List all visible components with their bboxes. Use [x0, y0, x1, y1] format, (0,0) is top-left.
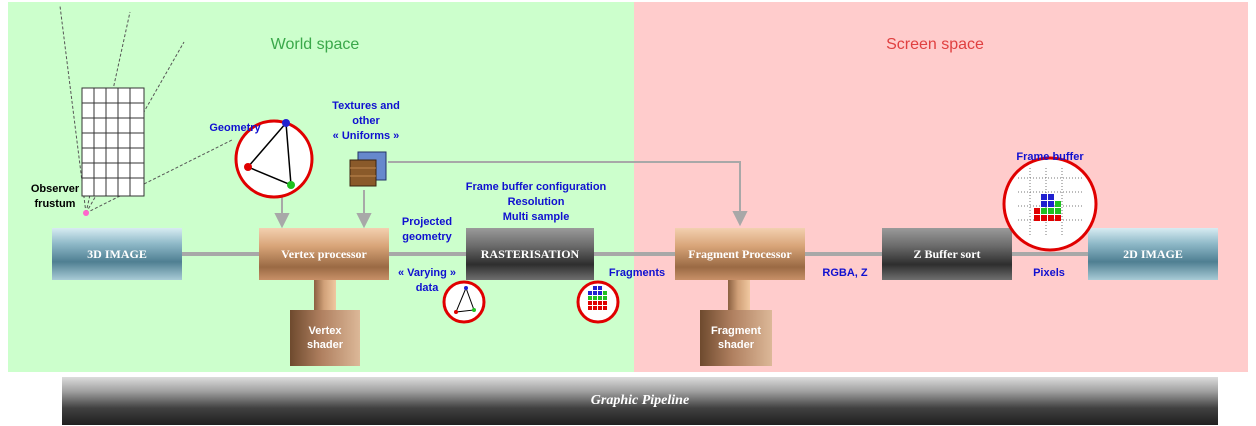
textures-label-line3: « Uniforms » [332, 130, 400, 142]
stage-rasterisation: RASTERISATION [466, 228, 594, 280]
frame-buffer-label: Frame buffer [1016, 151, 1084, 163]
world-space-label: World space [270, 36, 360, 53]
screen-space-label: Screen space [886, 36, 984, 53]
vertex-shader: Vertex shader [290, 310, 360, 366]
projected-line1: Projected [401, 216, 453, 228]
stage-2d-image: 2D IMAGE [1088, 228, 1218, 280]
vertex-shader-line2: shader [306, 339, 344, 351]
observer-point-icon [83, 210, 89, 216]
fragment-shader-stem [728, 280, 750, 312]
varying-line1: « Varying » [397, 267, 457, 279]
fragments-label: Fragments [608, 267, 666, 279]
stage-fragment-processor: Fragment Processor [675, 228, 805, 280]
graphic-pipeline-bar: Graphic Pipeline [62, 377, 1218, 425]
varying-data-icon [442, 280, 486, 324]
frame-buffer-icon [1002, 156, 1098, 252]
fragment-shader-line1: Fragment [710, 325, 762, 337]
textures-label: Textures and other « Uniforms » [316, 99, 416, 144]
rgbaz-label: RGBA, Z [822, 267, 868, 279]
projected-line2: geometry [402, 231, 452, 243]
textures-label-line1: Textures and [332, 100, 400, 112]
stage-vertex-processor: Vertex processor [259, 228, 389, 280]
fb-config-line3: Multi sample [502, 211, 570, 223]
stage-z-buffer-sort: Z Buffer sort [882, 228, 1012, 280]
fb-config-line1: Frame buffer configuration [465, 181, 607, 193]
observer-label-line1: Observer [30, 183, 80, 195]
observer-label-line2: frustum [34, 198, 76, 210]
stage-3d-image: 3D IMAGE [52, 228, 182, 280]
flow-arrows [274, 161, 748, 229]
pixels-label: Pixels [1033, 267, 1065, 279]
vertex-shader-line1: Vertex [308, 325, 342, 337]
fb-config-line2: Resolution [507, 196, 565, 208]
textures-label-line2: other [352, 115, 380, 127]
texture-icon [349, 151, 387, 187]
fragments-icon [576, 280, 620, 324]
frame-buffer-config-label: Frame buffer configuration Resolution Mu… [446, 180, 626, 225]
frustum-grid-icon [81, 87, 145, 197]
observer-frustum-label: Observer frustum [20, 182, 90, 212]
varying-line2: data [415, 282, 439, 294]
pipeline-connector [180, 252, 1100, 256]
geometry-icon [234, 119, 314, 199]
varying-data-label: « Varying » data [390, 266, 464, 296]
fragment-shader-line2: shader [717, 339, 755, 351]
geometry-label: Geometry [209, 122, 261, 134]
vertex-shader-stem [314, 280, 336, 312]
projected-geometry-label: Projected geometry [390, 215, 464, 245]
fragment-shader: Fragment shader [700, 310, 772, 366]
